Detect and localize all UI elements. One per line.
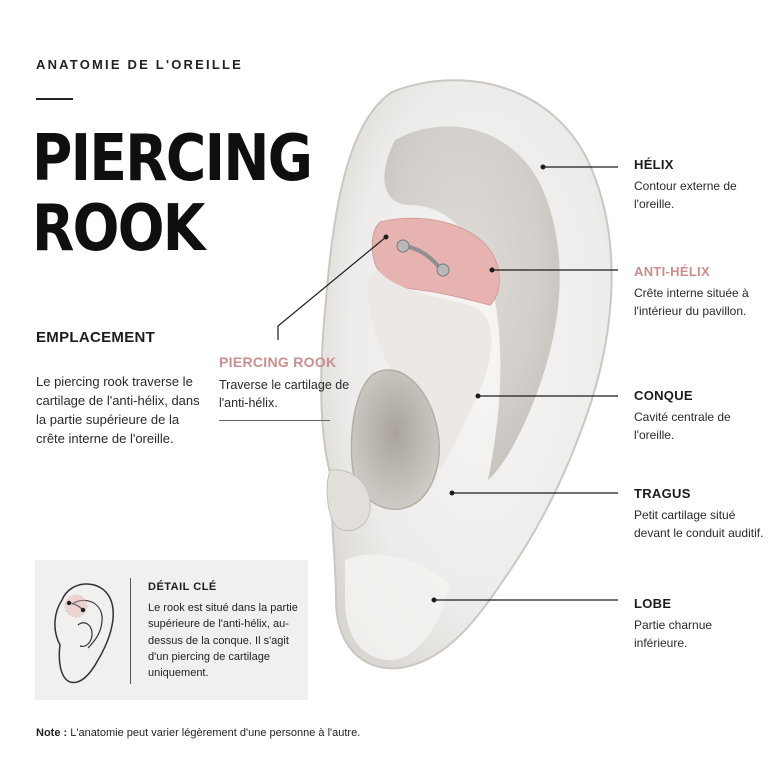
label-helix-desc: Contour externe de l'oreille.	[634, 179, 737, 211]
emplacement-text: Le piercing rook traverse le cartilage d…	[36, 374, 200, 446]
label-lobe-title: LOBE	[634, 596, 672, 611]
note-label: Note :	[36, 727, 68, 739]
label-helix-title: HÉLIX	[634, 157, 674, 172]
rook-ball-bottom	[436, 263, 450, 277]
label-lobe: LOBE Partie charnue inférieure.	[634, 596, 764, 652]
detail-box	[35, 560, 308, 700]
kicker-heading: ANATOMIE DE L'OREILLE	[36, 57, 243, 72]
label-antihelix: ANTI-HÉLIX Crête interne située à l'inté…	[634, 264, 764, 320]
dot-lobe	[431, 597, 437, 603]
rook-callout-text: Traverse le cartilage de l'anti-hélix.	[219, 378, 350, 410]
dot-helix	[540, 164, 546, 170]
title-line-1: PIERCING	[32, 122, 313, 196]
page-title: PIERCING ROOK	[32, 122, 313, 266]
label-antihelix-desc: Crête interne située à l'intérieur du pa…	[634, 286, 749, 318]
label-tragus: TRAGUS Petit cartilage situé devant le c…	[634, 486, 764, 542]
label-conque-title: CONQUE	[634, 388, 693, 403]
ear-concha	[350, 369, 440, 510]
dot-tragus	[449, 490, 455, 496]
ear-tragus	[326, 469, 371, 532]
leader-rook	[277, 236, 387, 340]
rook-callout-divider	[219, 420, 330, 421]
label-conque-desc: Cavité centrale de l'oreille.	[634, 410, 731, 442]
note-text: L'anatomie peut varier légèrement d'une …	[70, 727, 361, 739]
label-tragus-title: TRAGUS	[634, 486, 691, 501]
kicker-divider	[36, 98, 73, 100]
footer-note: Note : L'anatomie peut varier légèrement…	[36, 727, 360, 739]
label-tragus-desc: Petit cartilage situé devant le conduit …	[634, 508, 764, 540]
title-line-2: ROOK	[32, 192, 205, 266]
detail-text: Le rook est situé dans la partie supérie…	[148, 602, 298, 680]
label-conque: CONQUE Cavité centrale de l'oreille.	[634, 388, 764, 444]
ear-scapha	[384, 126, 560, 480]
dot-rook	[383, 234, 389, 240]
label-antihelix-title: ANTI-HÉLIX	[634, 264, 710, 279]
ear-antihelix	[367, 270, 492, 470]
rook-ball-top	[396, 239, 410, 253]
emplacement-heading: EMPLACEMENT	[36, 329, 156, 346]
detail-heading: DÉTAIL CLÉ	[148, 581, 217, 593]
dot-antihelix	[489, 267, 495, 273]
rook-callout-heading: PIERCING ROOK	[219, 354, 337, 370]
label-helix: HÉLIX Contour externe de l'oreille.	[634, 157, 764, 213]
ear-lobe	[345, 554, 450, 661]
dot-conque	[475, 393, 481, 399]
detail-separator	[130, 578, 131, 684]
label-lobe-desc: Partie charnue inférieure.	[634, 618, 713, 650]
